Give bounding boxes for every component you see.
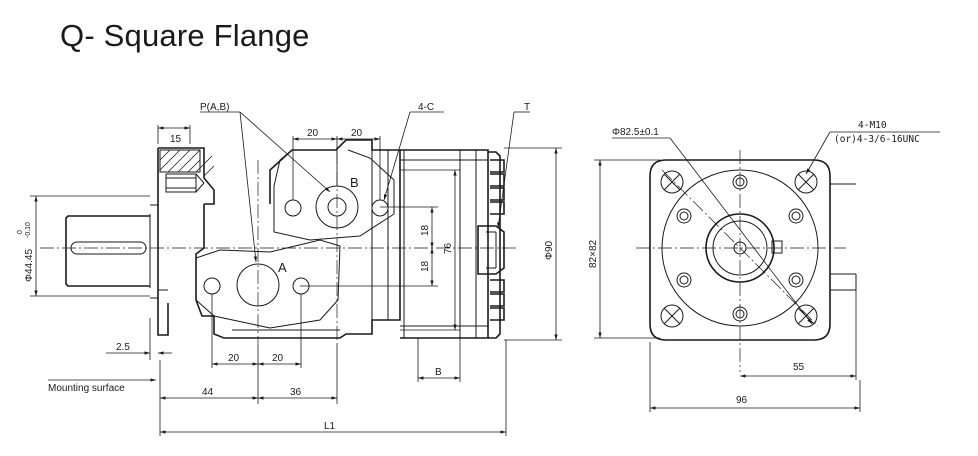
motor-housing [400, 149, 489, 339]
dim-55: 55 [740, 290, 857, 380]
dim-96: 96 [649, 342, 861, 412]
dim-18-lower-label: 18 [420, 260, 431, 272]
dim-vertical-18-18-76: 18 18 76 [300, 169, 460, 331]
dim-82x82-label: 82×82 [588, 239, 599, 268]
dim-bottom-20-left-label: 20 [228, 353, 240, 364]
label-holes: 4-C [418, 102, 434, 113]
dim-tol-upper: 0 [17, 230, 24, 234]
dim-b-label: B [435, 367, 442, 378]
dim-dia90-label: Φ90 [544, 240, 555, 260]
dim-55-label: 55 [793, 362, 805, 373]
dim-44-label: 44 [202, 387, 214, 398]
dim-bottom-20-right-label: 20 [272, 353, 284, 364]
dim-l1: L1 [160, 340, 507, 436]
mounting-surface-callout: Mounting surface [48, 378, 156, 394]
dim-18-upper-label: 18 [420, 224, 431, 236]
dim-l1-label: L1 [324, 421, 336, 432]
dim-b: B [417, 338, 461, 382]
section-hatching [159, 149, 215, 177]
dim-15-label: 15 [170, 134, 182, 145]
dim-2-5-label: 2.5 [116, 342, 130, 353]
dim-96-label: 96 [736, 395, 748, 406]
mounting-surface-label: Mounting surface [48, 383, 125, 394]
label-port: P(A,B) [200, 102, 229, 113]
dim-top-20-left-label: 20 [307, 128, 319, 139]
label-port-b: B [350, 175, 359, 190]
dim-44-36: 44 36 [159, 345, 338, 436]
dim-bottom-20-20: 20 20 [211, 294, 302, 368]
label-tap: T [524, 102, 530, 113]
label-port-a: A [278, 260, 287, 275]
dim-dia90: Φ90 [504, 147, 562, 341]
dim-dia44-label: Φ44.45 [24, 249, 35, 282]
thread-metric-label: 4-M10 [858, 120, 887, 131]
dim-36-label: 36 [290, 387, 302, 398]
dim-tol-lower: -0.10 [25, 222, 32, 238]
dim-top-20-right-label: 20 [351, 128, 363, 139]
shaft [65, 214, 151, 288]
leader-port: P(A,B) [200, 102, 331, 263]
leader-holes: 4-C [383, 102, 444, 201]
corner-thread-holes [660, 170, 818, 328]
motor-body [195, 139, 401, 339]
dim-15: 15 [157, 125, 191, 145]
thread-unc-label: (or)4-3/6-16UNC [834, 134, 920, 145]
page-title: Q- Square Flange [60, 18, 310, 53]
square-flange [649, 159, 831, 341]
dim-dia44: Φ44.45 0 -0.10 [17, 195, 150, 297]
leader-tap: T [497, 102, 530, 229]
rear-cap [477, 151, 505, 339]
dim-82x82: 82×82 [588, 159, 660, 339]
dim-76-label: 76 [443, 242, 454, 254]
dim-dia82-5: Φ82.5±0.1 [612, 127, 813, 325]
side-view: 15 20 20 P(A,B) 4-C T [17, 102, 562, 436]
dim-2-5: 2.5 [106, 318, 172, 360]
mounting-flange [150, 147, 215, 336]
thread-callout: 4-M10 (or)4-3/6-16UNC [805, 120, 940, 175]
dim-top-20-20: 20 20 [292, 128, 381, 200]
front-view: Φ82.5±0.1 4-M10 (or)4-3/6-16UNC 82×82 55 [588, 120, 940, 412]
dim-dia82-5-label: Φ82.5±0.1 [612, 127, 659, 138]
